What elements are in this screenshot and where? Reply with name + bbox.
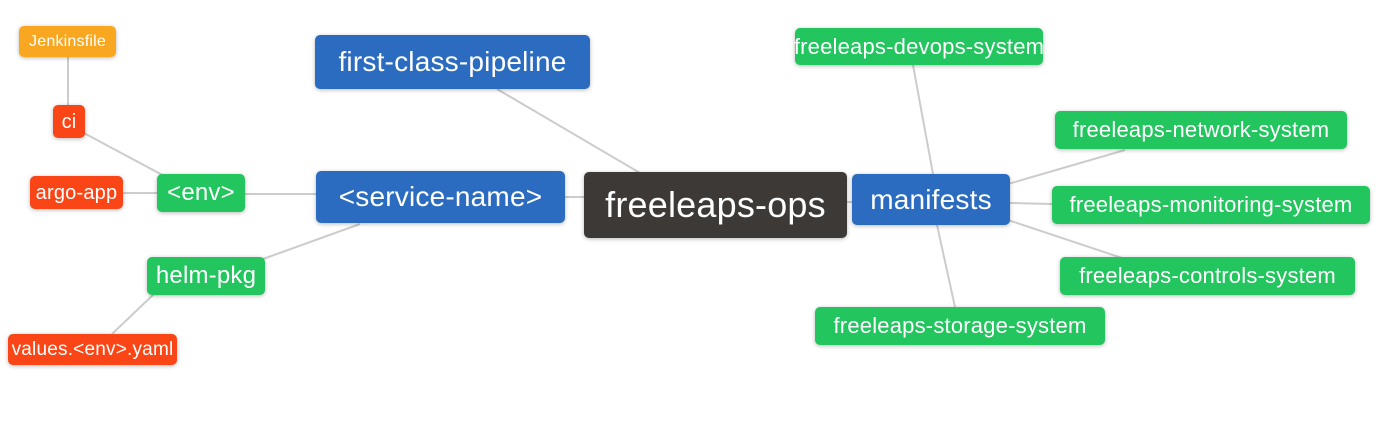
node-service-name[interactable]: <service-name> [316, 171, 565, 223]
edge-manifests-to-storage-system [936, 224, 956, 308]
node-network-system[interactable]: freeleaps-network-system [1055, 111, 1347, 149]
edge-manifests-to-devops-system [912, 64, 934, 175]
node-env[interactable]: <env> [157, 174, 245, 212]
node-freeleaps-ops[interactable]: freeleaps-ops [584, 172, 847, 238]
edge-manifests-to-monitoring-system [1009, 202, 1053, 205]
node-manifests[interactable]: manifests [852, 174, 1010, 225]
edge-first-class-pipeline-to-freeleaps-ops [496, 88, 641, 174]
node-storage-system[interactable]: freeleaps-storage-system [815, 307, 1105, 345]
node-monitoring-system[interactable]: freeleaps-monitoring-system [1052, 186, 1370, 224]
node-devops-system[interactable]: freeleaps-devops-system [794, 28, 1044, 65]
node-values-env-yaml[interactable]: values.<env>.yaml [8, 334, 177, 365]
node-controls-system[interactable]: freeleaps-controls-system [1060, 257, 1355, 295]
edge-manifests-to-network-system [1007, 149, 1126, 185]
node-jenkinsfile[interactable]: Jenkinsfile [19, 26, 116, 57]
node-first-class-pipeline[interactable]: first-class-pipeline [315, 35, 590, 89]
node-ci[interactable]: ci [53, 105, 85, 138]
edge-values-env-yaml-to-helm-pkg [111, 292, 156, 335]
node-argo-app[interactable]: argo-app [30, 176, 123, 209]
edge-manifests-to-controls-system [1007, 219, 1123, 259]
edge-ci-to-env [81, 131, 169, 179]
node-helm-pkg[interactable]: helm-pkg [147, 257, 265, 295]
edge-helm-pkg-to-service-name [262, 223, 361, 260]
